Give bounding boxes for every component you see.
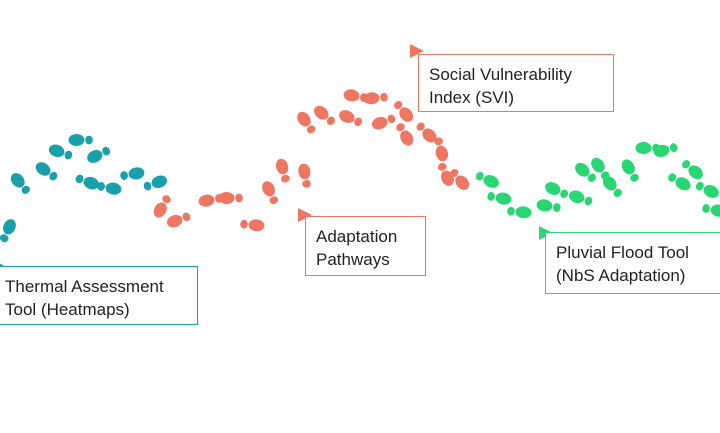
footprint-icon	[337, 107, 365, 129]
pluvial-line-1: Pluvial Flood Tool	[556, 243, 689, 262]
footprint-icon	[68, 134, 93, 146]
svi-callout: Social Vulnerability Index (SVI)	[418, 54, 614, 112]
thermal-callout: Thermal Assessment Tool (Heatmaps)	[0, 266, 198, 325]
footprint-icon	[141, 173, 169, 194]
footprint-icon	[652, 140, 679, 159]
footprint-icon	[297, 162, 314, 189]
teal-footprint-trail	[0, 134, 169, 245]
footprint-icon	[363, 90, 389, 105]
footprint-icon	[619, 157, 642, 185]
adaptation-line-2: Pathways	[316, 250, 390, 269]
footprint-icon	[239, 217, 265, 232]
footprint-icon	[151, 192, 174, 220]
footprint-icon	[543, 179, 571, 201]
thermal-line-2: Tool (Heatmaps)	[5, 300, 130, 319]
footprint-icon	[47, 142, 75, 163]
footprint-icon	[506, 204, 532, 219]
adaptation-line-1: Adaptation	[316, 227, 398, 246]
footprint-icon	[0, 217, 19, 245]
svi-pointer-icon	[410, 44, 424, 58]
footprint-icon	[96, 179, 123, 196]
footprint-icon	[665, 170, 693, 193]
adapt-pointer-icon	[298, 208, 312, 222]
green-footprint-trail	[473, 140, 720, 219]
svi-line-2: Index (SVI)	[429, 88, 515, 107]
footprint-icon	[165, 209, 193, 230]
footprint-icon	[486, 189, 513, 206]
footprint-icon	[311, 103, 338, 128]
footprint-icon	[693, 179, 720, 201]
pluvial-line-2: (NbS Adaptation)	[556, 266, 686, 285]
footprint-icon	[370, 111, 398, 132]
footprint-icon	[8, 170, 33, 197]
footprint-icon	[567, 188, 595, 209]
footprint-icon	[473, 169, 501, 191]
pluvial-callout: Pluvial Flood Tool (NbS Adaptation)	[545, 232, 720, 294]
thermal-line-1: Thermal Assessment	[5, 277, 164, 296]
footprint-icon	[33, 159, 60, 184]
footprint-icon	[535, 198, 562, 215]
footprint-icon	[119, 166, 146, 183]
footprint-icon	[73, 171, 101, 192]
svi-line-1: Social Vulnerability	[429, 65, 572, 84]
adaptation-callout: Adaptation Pathways	[305, 216, 426, 276]
footprint-icon	[259, 179, 281, 207]
footprint-icon	[393, 120, 416, 148]
footprint-icon	[701, 201, 720, 218]
footprint-icon	[218, 192, 243, 204]
footprint-icon	[85, 144, 113, 166]
footprint-icon	[274, 157, 293, 184]
